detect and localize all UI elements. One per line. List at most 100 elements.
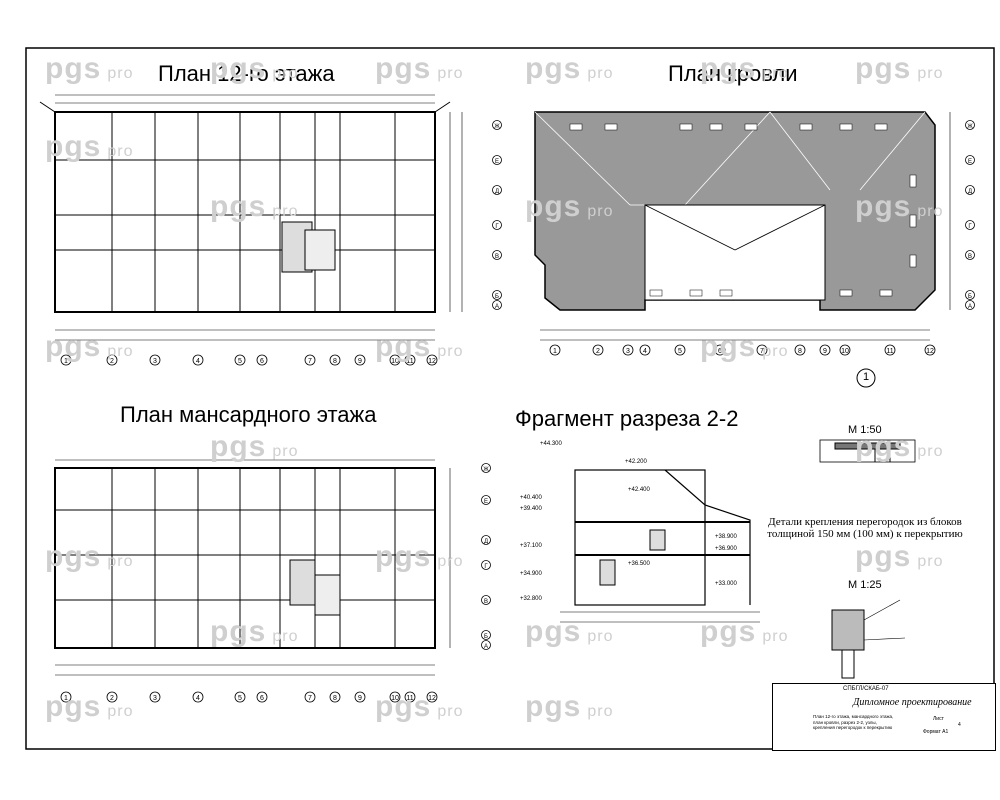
roof-plan <box>534 111 951 341</box>
stamp-sheet-value: 4 <box>958 722 961 728</box>
axis-label: 12 <box>428 358 436 365</box>
axis-label: 1 <box>64 695 68 702</box>
axis-label: А <box>968 304 972 310</box>
axis-bubble <box>304 691 316 703</box>
axis-bubble <box>329 354 341 366</box>
axis-label: Ж <box>967 124 973 130</box>
stamp-code: СПБГЛ/СКАБ-07 <box>843 686 889 692</box>
axis-bubble <box>965 220 975 230</box>
scale-1-25: М 1:25 <box>848 579 882 591</box>
elevation-mark: +40.400 <box>520 495 543 501</box>
axis-bubble <box>965 120 975 130</box>
axis-bubble <box>549 344 561 356</box>
axis-bubble <box>426 354 438 366</box>
axis-bubble <box>389 354 401 366</box>
axis-label: 4 <box>196 358 200 365</box>
axis-label: 6 <box>260 358 264 365</box>
axis-bubble <box>492 120 502 130</box>
axis-bubble <box>192 354 204 366</box>
axis-label: Е <box>495 159 499 165</box>
elevation-mark: +38.900 <box>715 534 738 540</box>
axis-bubble <box>481 640 491 650</box>
elevation-mark: +32.800 <box>520 596 543 602</box>
axis-bubble <box>354 354 366 366</box>
axis-bubble <box>965 155 975 165</box>
axis-bubble <box>794 344 806 356</box>
axis-bubble <box>192 691 204 703</box>
axis-label: 4 <box>196 695 200 702</box>
axis-bubble <box>965 185 975 195</box>
axis-label: 9 <box>358 695 362 702</box>
axis-label: Ж <box>483 467 489 473</box>
scale-1-50: М 1:50 <box>848 424 882 436</box>
watermark-suffix: pro <box>107 65 134 82</box>
axis-bubble <box>819 344 831 356</box>
title-roof-plan: План кровли <box>668 61 798 86</box>
axis-label: 8 <box>333 695 337 702</box>
axis-label: Б <box>484 634 488 640</box>
axis-label: 11 <box>406 695 413 702</box>
attic-plan <box>54 459 451 676</box>
axis-label: Д <box>484 539 488 545</box>
axis-label: В <box>484 599 488 605</box>
axis-bubble <box>404 354 416 366</box>
elevation-mark: +42.400 <box>628 487 651 493</box>
axis-label: Д <box>495 189 499 195</box>
axis-bubble <box>674 344 686 356</box>
axis-label: 12 <box>428 695 436 702</box>
axis-label: 6 <box>718 348 722 355</box>
axis-bubble <box>481 630 491 640</box>
axis-bubble <box>329 691 341 703</box>
axis-bubble <box>256 691 268 703</box>
axis-bubble <box>492 300 502 310</box>
elevation-mark: +44.300 <box>540 441 563 447</box>
axis-label: Е <box>484 499 488 505</box>
axis-bubble <box>234 354 246 366</box>
axis-bubble <box>354 691 366 703</box>
axis-bubble <box>492 155 502 165</box>
axis-bubble <box>714 344 726 356</box>
axis-label: 11 <box>886 348 893 355</box>
axis-label: 8 <box>798 348 802 355</box>
axis-bubble <box>304 354 316 366</box>
stamp-format: Формат А1 <box>923 729 949 735</box>
axis-label: 5 <box>238 358 242 365</box>
detail-note: Детали крепления перегородок из блоков т… <box>767 516 963 541</box>
axis-bubble <box>965 250 975 260</box>
elevation-mark: +33.000 <box>715 581 738 587</box>
elevation-mark: +37.100 <box>520 543 543 549</box>
axis-label: Е <box>968 159 972 165</box>
floor-plan-12 <box>39 94 463 341</box>
axis-bubble <box>756 344 768 356</box>
axis-bubble <box>924 344 936 356</box>
axis-bubble <box>492 220 502 230</box>
axis-label: 1 <box>553 348 557 355</box>
axis-label: Б <box>495 294 499 300</box>
section-2-2 <box>560 469 760 623</box>
axis-label: 2 <box>596 348 600 355</box>
axis-label: В <box>968 254 972 260</box>
axis-label: 10 <box>391 695 399 702</box>
axis-bubble <box>149 354 161 366</box>
axis-bubble <box>256 354 268 366</box>
elevation-mark: +39.400 <box>520 506 543 512</box>
axis-bubble <box>492 185 502 195</box>
axis-bubble <box>481 463 491 473</box>
axis-label: 9 <box>358 358 362 365</box>
detail-1 <box>819 368 916 463</box>
